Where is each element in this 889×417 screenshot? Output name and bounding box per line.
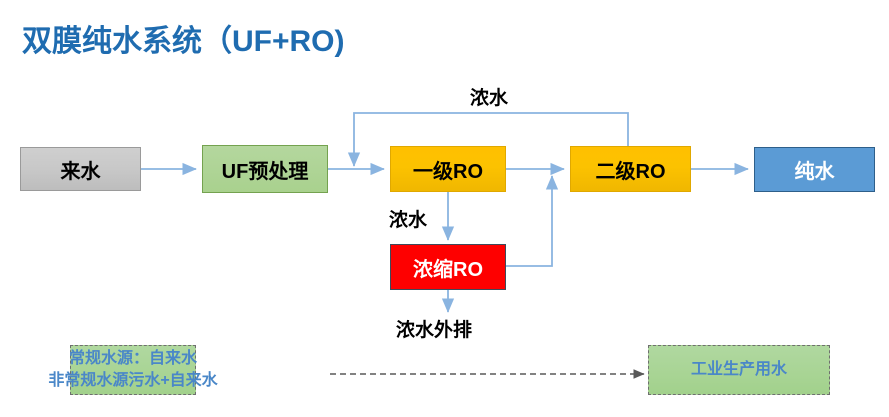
- node-source-water-label: 来水: [60, 160, 101, 183]
- node-ro-stage-1-label: 一级RO: [413, 160, 483, 183]
- node-pure-water[interactable]: 纯水: [754, 147, 875, 192]
- node-concentrate-ro[interactable]: 浓缩RO: [390, 244, 506, 290]
- node-industrial-use[interactable]: 工业生产用水: [648, 345, 830, 395]
- page-title: 双膜纯水系统（UF+RO): [22, 25, 345, 58]
- node-ro-stage-2[interactable]: 二级RO: [570, 146, 691, 192]
- node-water-sources-line-2: 非常规水源污水+自来水: [48, 372, 218, 389]
- edge-concentrate-ro-recycle: [506, 175, 559, 267]
- node-concentrate-ro-label: 浓缩RO: [413, 258, 483, 281]
- node-water-sources[interactable]: 常规水源：自来水 非常规水源污水+自来水: [48, 345, 218, 395]
- node-pure-water-label: 纯水: [794, 161, 835, 183]
- node-uf-pretreatment-label: UF预处理: [221, 160, 309, 183]
- node-source-water[interactable]: 来水: [20, 147, 141, 191]
- node-ro-stage-2-label: 二级RO: [595, 160, 666, 183]
- node-water-sources-line-1: 常规水源：自来水: [69, 350, 198, 367]
- node-ro-stage-1[interactable]: 一级RO: [390, 146, 506, 192]
- node-industrial-use-label: 工业生产用水: [690, 361, 787, 378]
- edge-label-mid-concentrate: 浓水: [389, 210, 428, 231]
- edge-label-discharge: 浓水外排: [396, 320, 473, 341]
- node-uf-pretreatment[interactable]: UF预处理: [202, 145, 328, 193]
- edge-label-top-concentrate: 浓水: [470, 88, 509, 109]
